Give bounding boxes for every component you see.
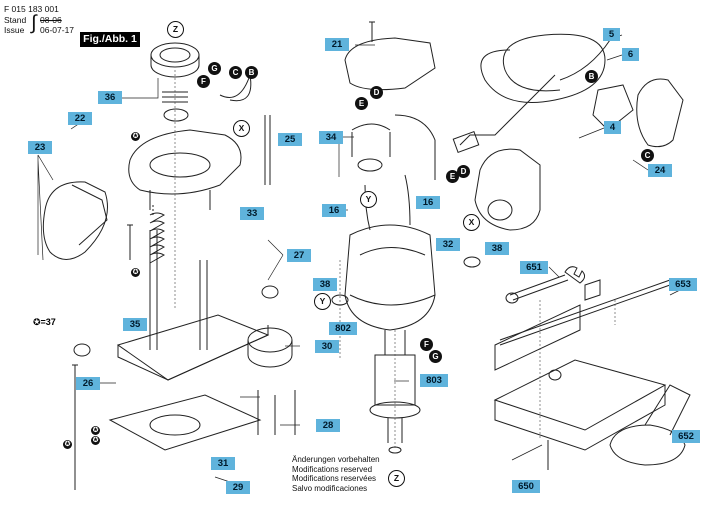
connector-f-left: F — [197, 75, 210, 88]
callout-30[interactable]: 30 — [315, 340, 339, 353]
callout-16-right[interactable]: 16 — [416, 196, 440, 209]
star-marker: ✪ — [91, 436, 100, 445]
callout-29[interactable]: 29 — [226, 481, 250, 494]
column-rod-part — [149, 230, 158, 350]
star-marker: ✪ — [63, 440, 72, 449]
figure-label: Fig./Abb. 1 — [80, 32, 140, 47]
legend-text: =37 — [40, 317, 56, 327]
callout-21[interactable]: 21 — [325, 38, 349, 51]
ref-z-bottom: Z — [388, 470, 405, 487]
bracket-glyph: ∫ — [31, 12, 37, 34]
callout-24[interactable]: 24 — [648, 164, 672, 177]
callout-650[interactable]: 650 — [512, 480, 540, 493]
modifications-notice: Änderungen vorbehalten Modifications res… — [292, 455, 380, 493]
callout-36[interactable]: 36 — [98, 91, 122, 104]
callout-26[interactable]: 26 — [76, 377, 100, 390]
notice-en: Modifications reserved — [292, 464, 373, 474]
notice-es: Salvo modificaciones — [292, 483, 368, 493]
star-marker: ✪ — [91, 426, 100, 435]
callout-653[interactable]: 653 — [669, 278, 697, 291]
callout-22[interactable]: 22 — [68, 112, 92, 125]
armature-part — [384, 330, 406, 355]
callout-6[interactable]: 6 — [622, 48, 639, 61]
callout-25[interactable]: 25 — [278, 133, 302, 146]
callout-28[interactable]: 28 — [316, 419, 340, 432]
notice-fr: Modifications reservées — [292, 474, 377, 484]
right-handle-part — [636, 78, 684, 148]
dust-adapter-part — [609, 424, 686, 466]
parallel-guide-part — [494, 304, 581, 371]
callout-652[interactable]: 652 — [672, 430, 700, 443]
connector-e-right: E — [446, 170, 459, 183]
ref-x-left: X — [233, 120, 250, 137]
stand-old-date: 08-06 — [40, 15, 62, 25]
legend: ✪=37 — [33, 317, 56, 328]
callout-38-right[interactable]: 38 — [485, 242, 509, 255]
callout-35[interactable]: 35 — [123, 318, 147, 331]
callout-803[interactable]: 803 — [420, 374, 448, 387]
connector-c-left: C — [229, 66, 242, 79]
ref-x-right: X — [463, 214, 480, 231]
callout-23[interactable]: 23 — [28, 141, 52, 154]
callout-31[interactable]: 31 — [211, 457, 235, 470]
callout-4[interactable]: 4 — [604, 121, 621, 134]
connector-d-right: D — [457, 165, 470, 178]
spring-part — [162, 91, 188, 103]
legend-symbol: ✪ — [33, 317, 41, 327]
brush-holder-part — [351, 123, 391, 157]
star-marker: ✪ — [131, 268, 140, 277]
switch-housing-part — [474, 148, 541, 231]
motor-housing-part — [344, 224, 436, 331]
stand-label: Stand — [4, 15, 27, 25]
base-housing-part — [128, 129, 242, 195]
ref-y-top: Y — [360, 191, 377, 208]
connector-b-left: B — [245, 66, 258, 79]
star-marker: ✪ — [131, 132, 140, 141]
connector-d-top: D — [370, 86, 383, 99]
side-handle-part — [42, 181, 108, 260]
connector-b-right: B — [585, 70, 598, 83]
callout-27[interactable]: 27 — [287, 249, 311, 262]
issue-date: 06-07-17 — [40, 25, 75, 35]
callout-32[interactable]: 32 — [436, 238, 460, 251]
callout-34[interactable]: 34 — [319, 131, 343, 144]
part-number: F 015 183 001 — [4, 4, 59, 14]
callout-651[interactable]: 651 — [520, 261, 548, 274]
connector-e-top: E — [355, 97, 368, 110]
connector-c-right: C — [641, 149, 654, 162]
ref-y-left: Y — [314, 293, 331, 310]
top-ring-part — [150, 42, 200, 68]
connector-g-left: G — [208, 62, 221, 75]
callout-33[interactable]: 33 — [240, 207, 264, 220]
motor-cap-part — [344, 37, 436, 91]
callout-16-left[interactable]: 16 — [322, 204, 346, 217]
callout-38-left[interactable]: 38 — [313, 278, 337, 291]
notice-de: Änderungen vorbehalten — [292, 455, 380, 464]
connector-g-bottom: G — [429, 350, 442, 363]
connector-f-bottom: F — [420, 338, 433, 351]
power-cord-part — [480, 33, 606, 103]
sub-base-part — [108, 394, 262, 451]
issue-label: Issue — [4, 25, 25, 35]
callout-5[interactable]: 5 — [603, 28, 620, 41]
wrench-part — [509, 274, 569, 301]
ref-z-top: Z — [167, 21, 184, 38]
callout-802[interactable]: 802 — [329, 322, 357, 335]
